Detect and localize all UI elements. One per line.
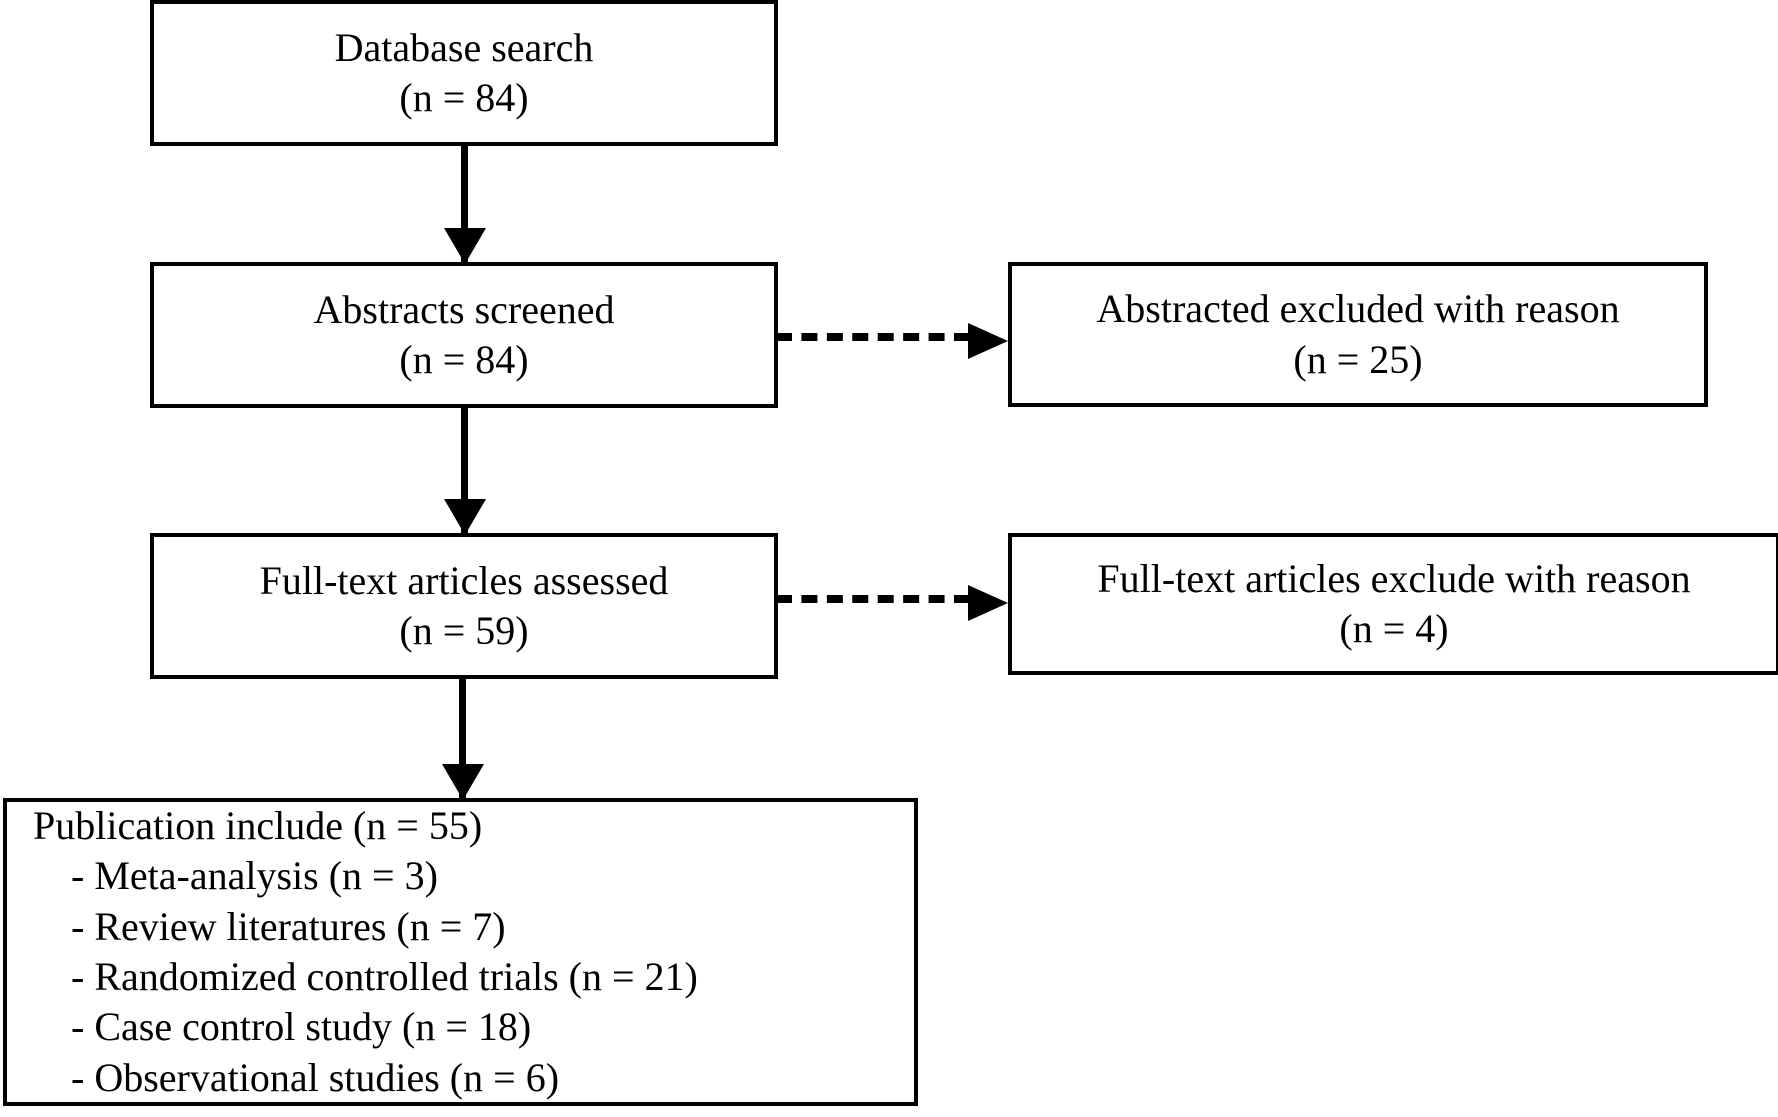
arrow-right-dashed-icon-fulltext-to-excluded [776,585,1008,621]
arrow-down-icon-fulltext-to-include [459,679,466,798]
list-item-observational-studies: - Observational studies (n = 6) [71,1054,560,1100]
node-fulltext-excluded-line1: Full-text articles exclude with reason [1097,555,1691,601]
list-item-randomized-controlled-trials: - Randomized controlled trials (n = 21) [71,954,698,999]
node-fulltext-excluded-count: (n = 4) [1339,606,1449,651]
arrow-down-icon-database-to-screened [461,146,468,262]
node-abstracts-screened-count: (n = 84) [399,337,529,382]
list-item-case-control-study: - Case control study (n = 18) [71,1004,532,1050]
node-database-search-line1: Database search [334,24,594,70]
node-database-search: Database search (n = 84) [150,0,778,146]
node-publication-include: Publication include (n = 55) - Meta-anal… [3,798,918,1106]
node-abstracts-excluded-line1: Abstracted excluded with reason [1096,286,1620,332]
node-abstracts-excluded-count: (n = 25) [1293,336,1423,382]
node-fulltext-excluded: Full-text articles exclude with reason (… [1008,533,1778,675]
node-abstracts-screened: Abstracts screened (n = 84) [150,262,778,408]
node-abstracts-excluded: Abstracted excluded with reason (n = 25) [1008,262,1708,407]
arrow-right-dashed-icon-screened-to-excluded [776,323,1008,359]
node-abstracts-screened-line1: Abstracts screened [313,286,615,332]
list-item-review-literatures: - Review literatures (n = 7) [71,903,506,949]
node-publication-include-header: Publication include (n = 55) [33,802,483,848]
node-fulltext-assessed-line1: Full-text articles assessed [259,557,669,603]
arrow-down-icon-screened-to-fulltext [461,408,468,533]
list-item-meta-analysis: - Meta-analysis (n = 3) [71,853,438,899]
node-fulltext-assessed: Full-text articles assessed (n = 59) [150,533,778,679]
node-database-search-count: (n = 84) [399,75,529,120]
node-fulltext-assessed-count: (n = 59) [399,608,529,653]
